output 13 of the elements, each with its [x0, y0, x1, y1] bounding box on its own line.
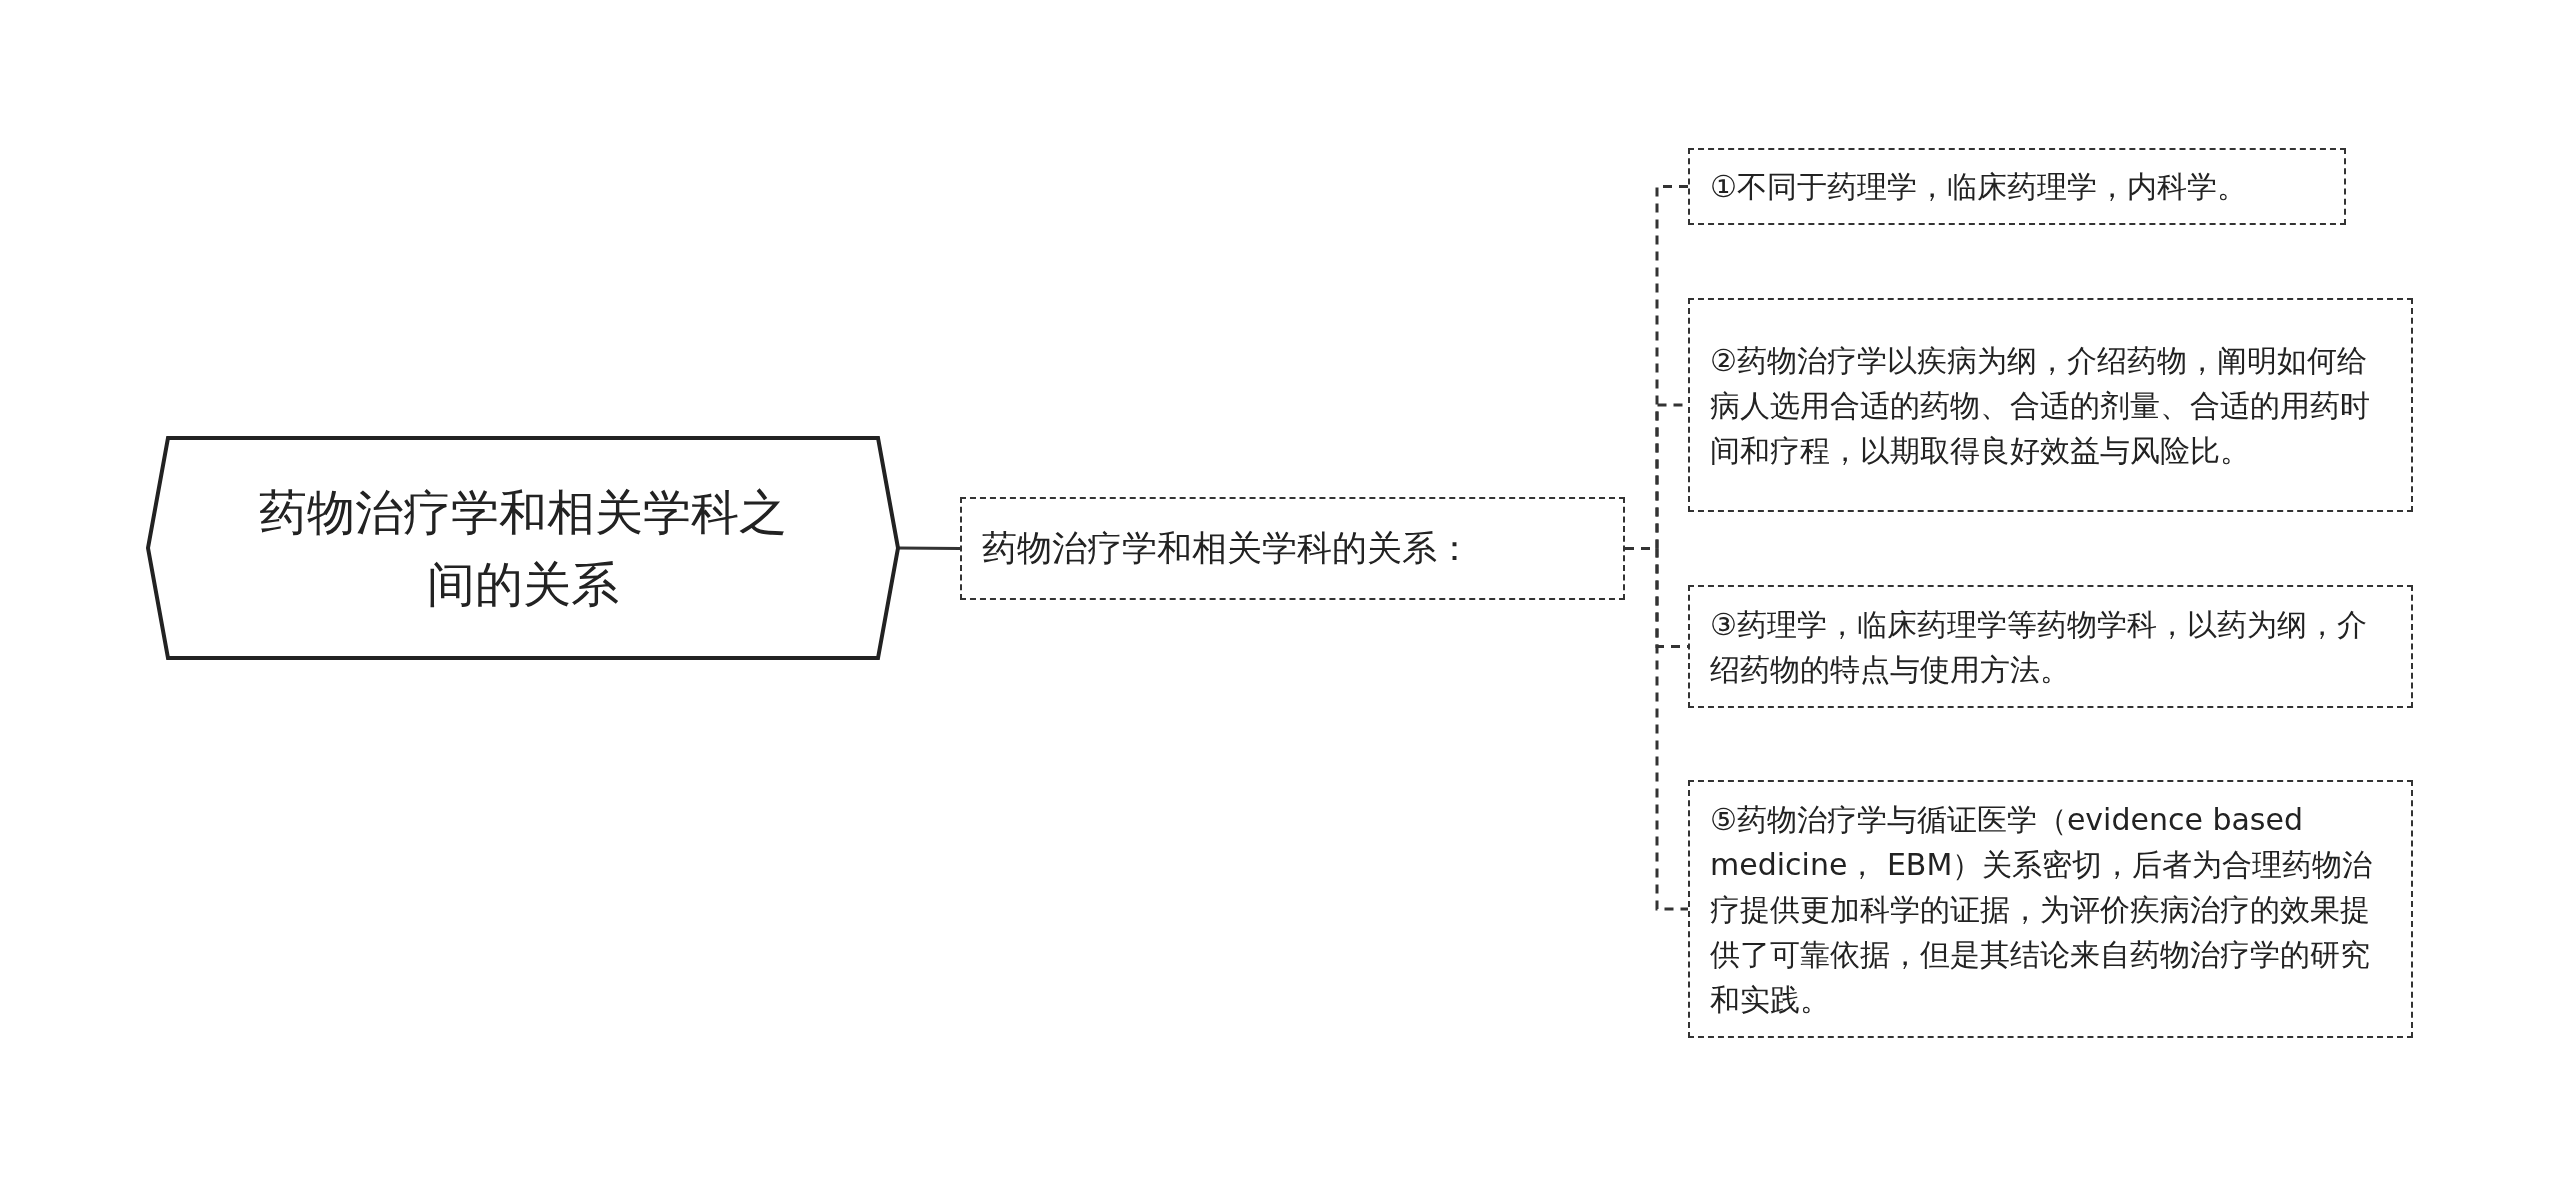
- node-text: ②药物治疗学以疾病为纲，介绍药物，阐明如何给病人选用合适的药物、合适的剂量、合适的用药时间和疗程，以期取得良好效益与风险比。: [1710, 341, 2371, 470]
- connector: [1625, 547, 1688, 911]
- node-text: ③药理学，临床药理学等药物学科，以药为纲，介绍药物的特点与使用方法。: [1710, 605, 2368, 689]
- node-text: 药物治疗学和相关学科的关系：: [982, 527, 1472, 571]
- dashed-box: [1688, 780, 2413, 1038]
- dashed-box: [1688, 298, 2413, 512]
- connector: [898, 546, 960, 550]
- node-text: ⑤药物治疗学与循证医学（evidence based medicine， EBM）关系密切，后者为合理药物治疗提供更加科学的证据，为评价疾病治疗的效果提供了可靠依据，但是其结论来自药物治疗学的研究和实践。: [1710, 800, 2374, 1019]
- node-text: ①不同于药理学，临床药理学，内科学。: [1710, 168, 2247, 206]
- dashed-box: [1688, 585, 2413, 708]
- dashed-box: [1688, 148, 2346, 225]
- node-text: 药物治疗学和相关学科之间的关系: [258, 483, 788, 614]
- dashed-box: [960, 497, 1625, 600]
